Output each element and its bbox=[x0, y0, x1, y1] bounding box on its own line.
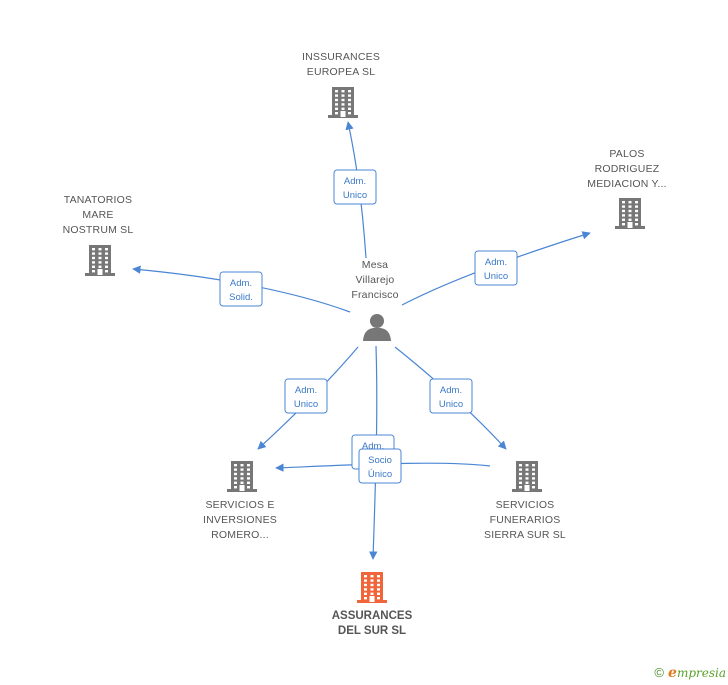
company-name-line: ROMERO... bbox=[211, 529, 269, 541]
company-name-line: RODRIGUEZ bbox=[595, 163, 660, 175]
company-name-line: NOSTRUM SL bbox=[63, 224, 134, 236]
relation-label-line: Unico bbox=[484, 271, 508, 282]
brand-footer: ©empresia bbox=[654, 665, 726, 681]
company-name-line: EUROPEA SL bbox=[307, 66, 376, 78]
company-name-line: SIERRA SUR SL bbox=[484, 529, 566, 541]
company-name-line: SERVICIOS bbox=[496, 499, 555, 511]
building-icon bbox=[615, 198, 645, 229]
person-name-line: Mesa bbox=[362, 259, 388, 271]
relation-label-line: Solid. bbox=[229, 292, 253, 303]
relation-label-line: Adm. bbox=[485, 257, 507, 268]
company-name-line: MEDIACION Y... bbox=[587, 178, 666, 190]
copyright-icon: © bbox=[654, 665, 665, 680]
relation-label-line: Socio bbox=[368, 455, 392, 466]
relation-label-line: Único bbox=[368, 469, 392, 480]
company-node-assurances[interactable]: ASSURANCES DEL SUR SL bbox=[332, 572, 413, 637]
person-name-line: Francisco bbox=[351, 289, 398, 301]
relation-label-tanatorios[interactable]: Adm. Solid. bbox=[219, 271, 263, 307]
relation-label-insurances[interactable]: Adm. Unico bbox=[333, 169, 377, 205]
person-icon bbox=[363, 314, 391, 341]
building-icon bbox=[357, 572, 387, 603]
relation-label-line: Unico bbox=[439, 399, 463, 410]
company-node-servicios-e[interactable]: SERVICIOS E INVERSIONES ROMERO... bbox=[203, 461, 277, 541]
company-name-line: ASSURANCES bbox=[332, 610, 413, 622]
company-node-tanatorios[interactable]: TANATORIOS MARE NOSTRUM SL bbox=[63, 194, 134, 276]
company-name-line: TANATORIOS bbox=[64, 194, 133, 206]
relation-label-line: Unico bbox=[294, 399, 318, 410]
building-icon bbox=[512, 461, 542, 492]
company-name-line: MARE bbox=[82, 209, 113, 221]
company-node-servicios-f[interactable]: SERVICIOS FUNERARIOS SIERRA SUR SL bbox=[484, 461, 566, 541]
person-name-line: Villarejo bbox=[356, 274, 395, 286]
relation-label-line: Adm. bbox=[344, 176, 366, 187]
building-icon bbox=[227, 461, 257, 492]
relation-label-line: Unico bbox=[343, 190, 367, 201]
relation-label-line: Adm. bbox=[295, 385, 317, 396]
relation-label-palos[interactable]: Adm. Unico bbox=[474, 250, 518, 286]
brand-logo-e: e bbox=[668, 665, 677, 681]
relation-label-line: Adm. bbox=[230, 278, 252, 289]
company-name-line: INSSURANCES bbox=[302, 51, 380, 63]
company-node-insurances[interactable]: INSSURANCES EUROPEA SL bbox=[302, 51, 380, 118]
company-name-line: SERVICIOS E bbox=[205, 499, 274, 511]
relation-label-servicios-e[interactable]: Adm. Unico bbox=[284, 378, 328, 414]
company-name-line: INVERSIONES bbox=[203, 514, 277, 526]
brand-logo-text: mpresia bbox=[676, 666, 726, 680]
building-icon bbox=[328, 87, 358, 118]
company-node-palos[interactable]: PALOS RODRIGUEZ MEDIACION Y... bbox=[587, 148, 667, 229]
relation-label-line: Adm. bbox=[440, 385, 462, 396]
building-icon bbox=[85, 245, 115, 276]
company-name-line: PALOS bbox=[609, 148, 644, 160]
relation-label-line: Adm. bbox=[362, 441, 384, 452]
relation-label-servicios-f[interactable]: Adm. Unico bbox=[429, 378, 473, 414]
company-name-line: DEL SUR SL bbox=[338, 625, 406, 637]
company-name-line: FUNERARIOS bbox=[490, 514, 561, 526]
